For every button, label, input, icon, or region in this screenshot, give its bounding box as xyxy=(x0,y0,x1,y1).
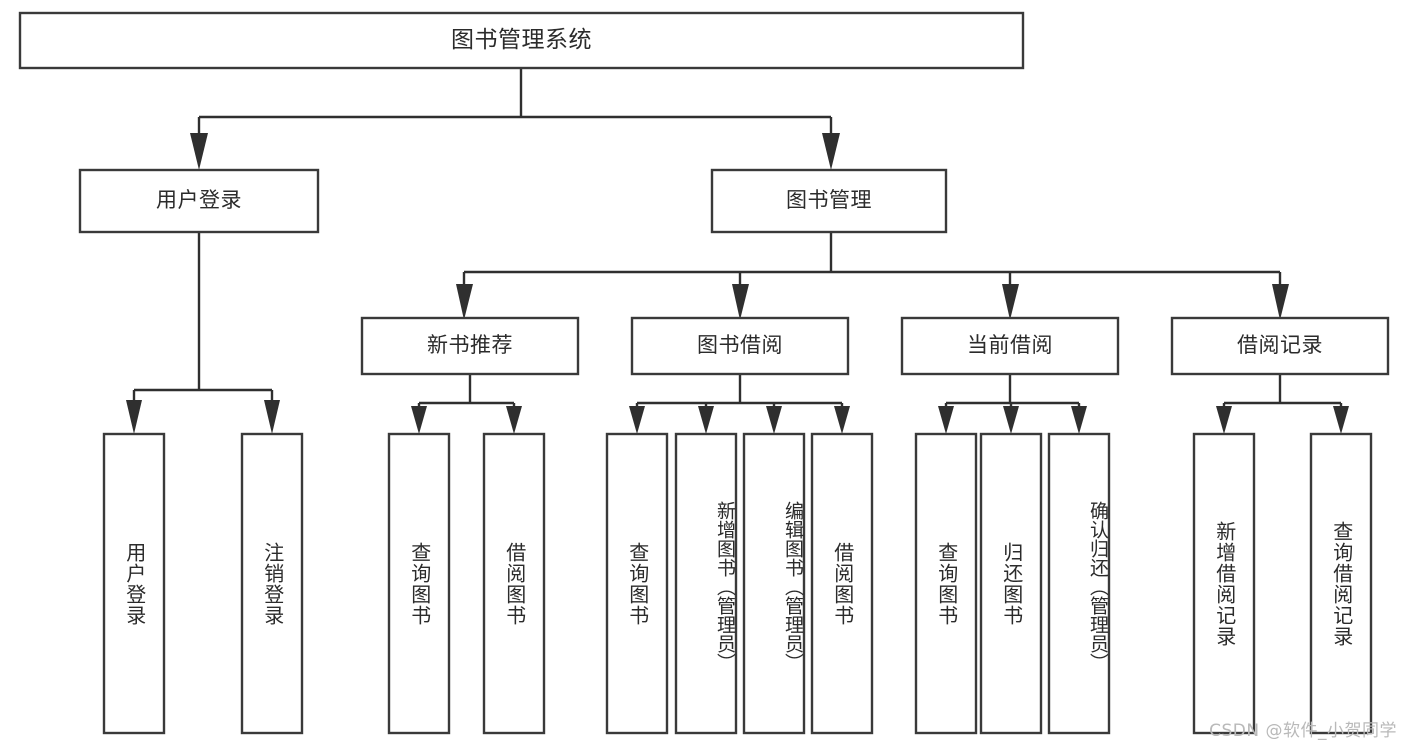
node-box-root[interactable] xyxy=(18,11,1025,70)
node-box-leaf-add-record[interactable] xyxy=(1192,432,1256,735)
node-box-leaf-edit-book[interactable] xyxy=(742,432,806,735)
arrow-head-leaf-return-book xyxy=(1003,406,1019,434)
arrow-head-leaf-confirm-return xyxy=(1071,406,1087,434)
arrow-head-leaf-query-book-1 xyxy=(411,406,427,434)
arrow-head-leaf-user-logout xyxy=(264,400,280,434)
node-box-new-book-recommend[interactable] xyxy=(360,316,580,376)
arrow-head-leaf-edit-book xyxy=(766,406,782,434)
node-box-current-borrow[interactable] xyxy=(900,316,1120,376)
arrow-head-current-borrow xyxy=(1002,284,1019,320)
node-box-user-login[interactable] xyxy=(78,168,320,234)
node-box-book-management[interactable] xyxy=(710,168,948,234)
node-box-leaf-user-logout[interactable] xyxy=(240,432,304,735)
arrow-head-leaf-query-book-3 xyxy=(938,406,954,434)
connector-group-book-borrow xyxy=(629,374,850,434)
arrow-head-leaf-add-book xyxy=(698,406,714,434)
node-box-leaf-borrow-book-1[interactable] xyxy=(482,432,546,735)
node-box-leaf-query-book-2[interactable] xyxy=(605,432,669,735)
node-box-leaf-borrow-book-2[interactable] xyxy=(810,432,874,735)
node-box-leaf-return-book[interactable] xyxy=(979,432,1043,735)
node-box-leaf-query-book-1[interactable] xyxy=(387,432,451,735)
node-box-leaf-query-record[interactable] xyxy=(1309,432,1373,735)
node-box-book-borrow[interactable] xyxy=(630,316,850,376)
connector-group-current-borrow xyxy=(938,374,1087,434)
node-box-leaf-query-book-3[interactable] xyxy=(914,432,978,735)
connector-group-new-book-recommend xyxy=(411,374,522,434)
arrow-head-new-book-recommend xyxy=(456,284,473,320)
arrow-head-leaf-user-login xyxy=(126,400,142,434)
node-box-leaf-user-login[interactable] xyxy=(102,432,166,735)
connector-group-book-management xyxy=(456,232,1289,320)
arrow-head-leaf-borrow-book-1 xyxy=(506,406,522,434)
arrow-head-leaf-borrow-book-2 xyxy=(834,406,850,434)
arrow-head-user-login xyxy=(190,133,208,170)
arrow-head-leaf-query-record xyxy=(1333,406,1349,434)
arrow-head-borrow-record xyxy=(1272,284,1289,320)
arrow-head-book-borrow xyxy=(732,284,749,320)
node-box-leaf-confirm-return[interactable] xyxy=(1047,432,1111,735)
connector-group-root xyxy=(190,68,840,170)
node-box-borrow-record[interactable] xyxy=(1170,316,1390,376)
connector-group-user-login xyxy=(126,232,280,434)
arrow-head-book-management xyxy=(822,133,840,170)
connector-group-borrow-record xyxy=(1216,374,1349,434)
arrow-head-leaf-add-record xyxy=(1216,406,1232,434)
arrow-head-leaf-query-book-2 xyxy=(629,406,645,434)
node-box-leaf-add-book[interactable] xyxy=(674,432,738,735)
